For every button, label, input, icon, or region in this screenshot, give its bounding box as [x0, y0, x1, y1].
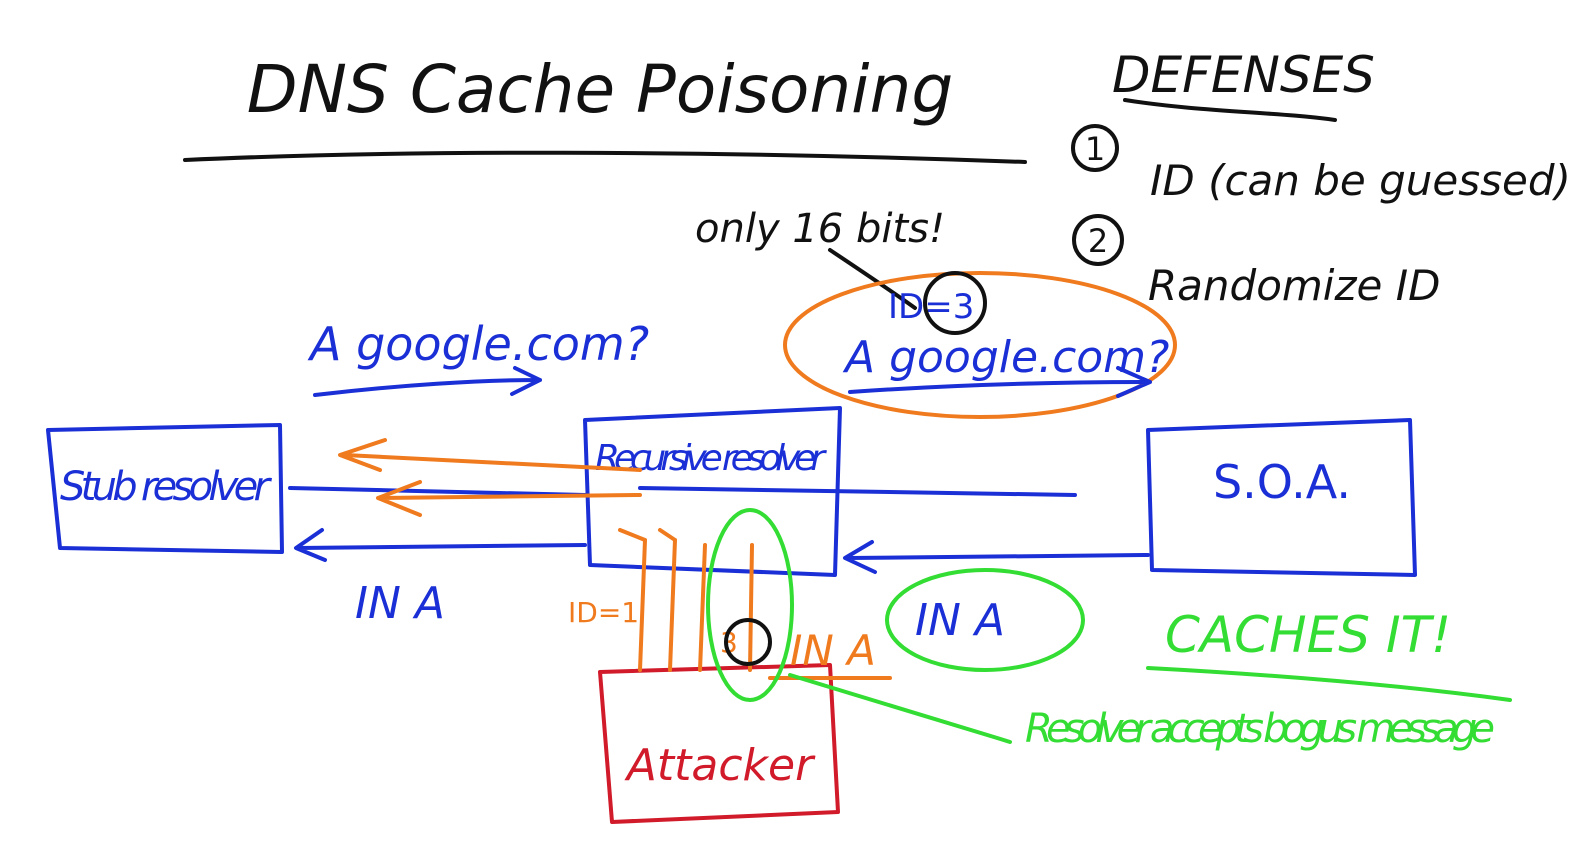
defense-1-text: ID (can be guessed)	[1150, 156, 1571, 205]
reply-arrow-stub	[294, 528, 587, 562]
only16-note: only 16 bits!	[695, 206, 945, 252]
reply-soa-label: IN A	[915, 595, 1005, 646]
query-id-circle	[923, 271, 987, 335]
spoof-id-circle	[724, 618, 772, 666]
soa-box	[1146, 418, 1417, 577]
spoof-id-label: ID=1	[568, 596, 639, 629]
caches-note: CACHES IT!	[1165, 606, 1451, 664]
spoof-id-guess: 3	[720, 626, 738, 659]
accepted-reply-highlight	[706, 508, 794, 702]
title-underline	[183, 150, 1027, 164]
stub-resolver-label: Stub resolver	[60, 464, 273, 510]
defense-1-marker	[1071, 124, 1119, 172]
attacker-reply-label: IN A	[790, 626, 876, 675]
defenses-underline	[1123, 98, 1337, 122]
defense-1-num: 1	[1085, 130, 1105, 168]
query-recursive-label: A google.com?	[842, 332, 1169, 383]
only16-pointer	[828, 248, 917, 310]
query-stub-arrow	[313, 366, 542, 397]
reply-line-soa	[638, 486, 1077, 497]
diagram-title: DNS Cache Poisoning	[247, 51, 953, 128]
spoof-arrows-stub	[338, 438, 642, 517]
reply-line-stub-top	[288, 486, 587, 497]
query-stub-label: A google.com?	[307, 317, 649, 371]
accepts-note: Resolver accepts bogus message	[1025, 706, 1495, 752]
reply-soa-highlight	[885, 568, 1085, 672]
query-recursive-highlight	[783, 271, 1177, 419]
caches-arrow	[1146, 666, 1512, 702]
reply-arrow-soa	[843, 540, 1150, 574]
stub-resolver-box	[46, 423, 284, 554]
defense-2-num: 2	[1088, 222, 1108, 260]
defense-2-marker	[1072, 214, 1124, 266]
defense-2-text: Randomize ID	[1148, 261, 1440, 310]
spoof-arrows-up	[618, 528, 754, 672]
defenses-heading: DEFENSES	[1112, 46, 1375, 104]
attacker-box	[598, 663, 840, 824]
attacker-label: Attacker	[624, 740, 816, 791]
accepts-pointer	[788, 673, 1012, 744]
query-recursive-arrow	[848, 366, 1152, 398]
soa-label: S.O.A.	[1213, 455, 1351, 509]
reply-stub-label: IN A	[355, 578, 445, 629]
recursive-resolver-box	[583, 406, 842, 577]
recursive-resolver-label: Recursive resolver	[595, 438, 827, 479]
